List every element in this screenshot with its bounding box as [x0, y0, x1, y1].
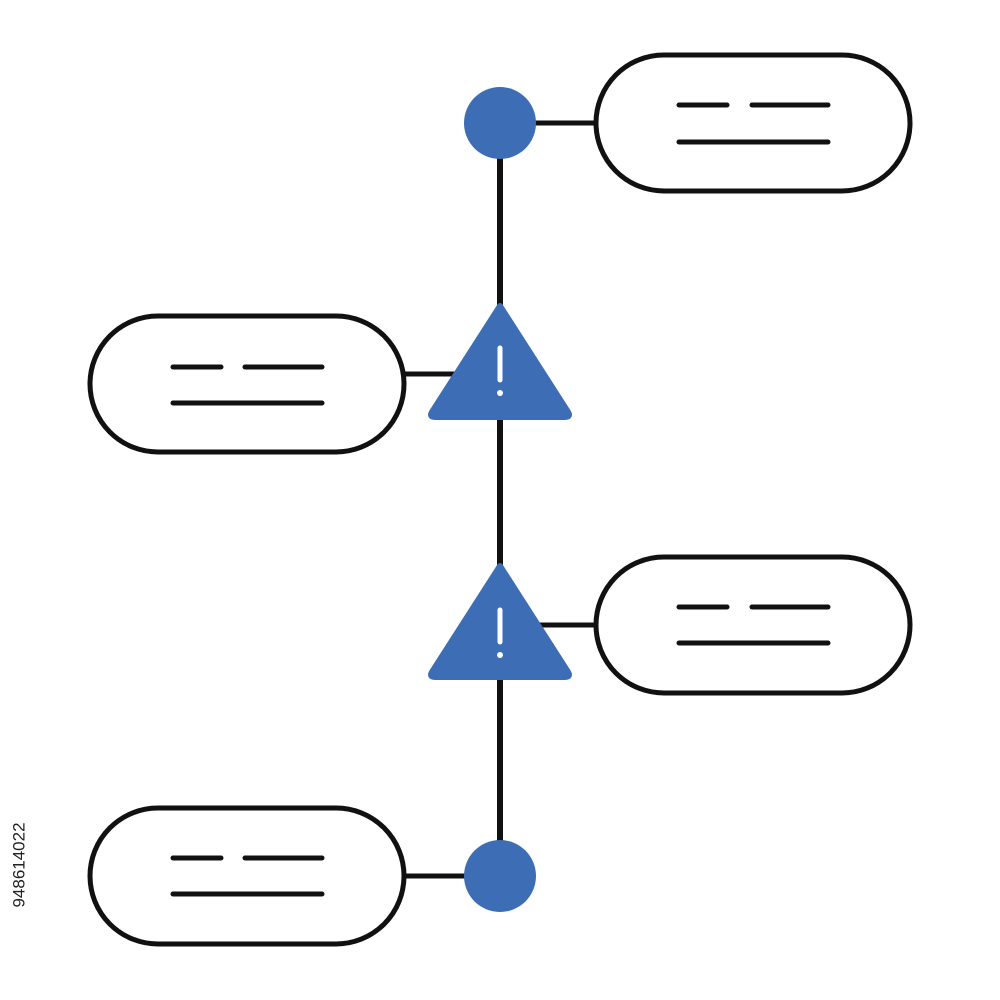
info-pill — [593, 554, 913, 696]
stock-id-text: 948614022 — [10, 822, 29, 908]
text-placeholder-lines — [170, 364, 325, 406]
text-placeholder-lines — [676, 102, 831, 145]
info-pill — [87, 313, 407, 455]
stock-id-label: 948614022 — [2, 760, 38, 970]
warning-icon — [428, 563, 572, 680]
circle-node-icon — [464, 87, 536, 159]
info-pill — [593, 52, 913, 194]
text-placeholder-lines — [170, 855, 325, 897]
text-placeholder-lines — [676, 604, 831, 646]
circle-node-icon — [464, 840, 536, 912]
warning-icon — [428, 303, 572, 420]
info-pill — [87, 805, 407, 947]
